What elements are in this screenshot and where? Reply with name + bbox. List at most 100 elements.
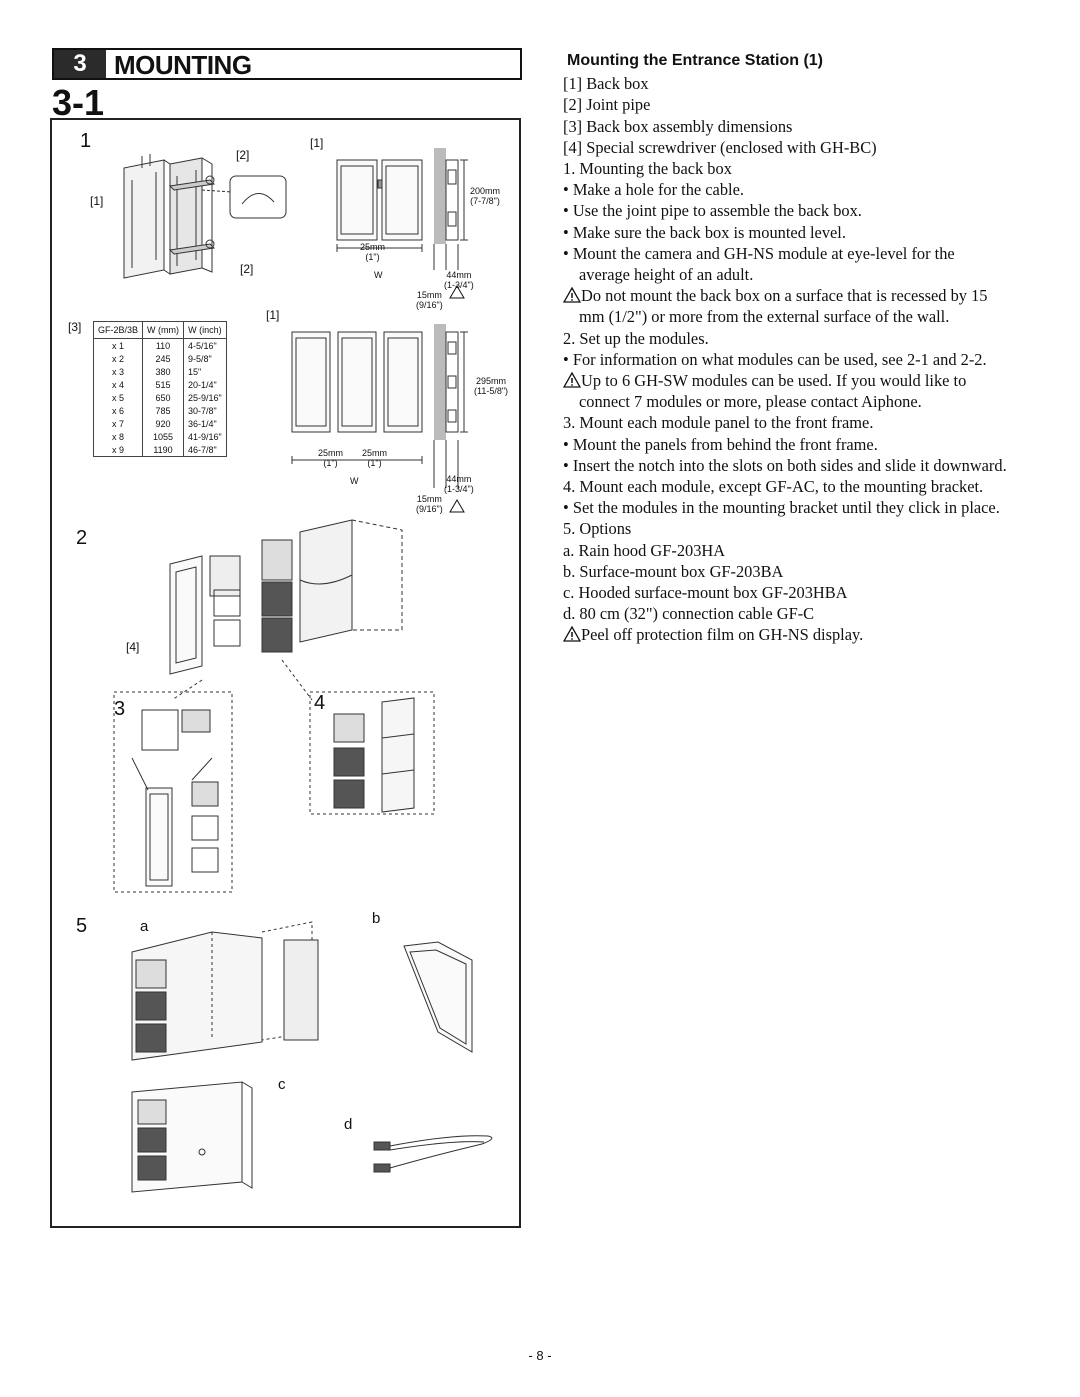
instruction-line: 3. Mount each module panel to the front …: [563, 412, 1043, 433]
table-cell: 110: [142, 338, 184, 352]
joint-pipe-label-2: [2]: [240, 262, 254, 276]
dim-44mm: 44mm(1-3/4"): [444, 270, 474, 290]
bracket-drawing: [333, 697, 415, 813]
table-cell: 245: [142, 352, 184, 365]
step-4-number: 4: [314, 692, 326, 714]
option-b-label: b: [372, 910, 381, 927]
dim-15mm-2: 15mm(9/16"): [416, 494, 443, 514]
instructions-list: [1] Back box[2] Joint pipe[3] Back box a…: [562, 73, 1043, 645]
instruction-text: Do not mount the back box on a surface t…: [581, 286, 988, 306]
option-a-label: a: [140, 918, 149, 935]
dim-295mm: 295mm(11-5/8"): [474, 376, 509, 396]
instruction-line: 4. Mount each module, except GF-AC, to t…: [563, 476, 1043, 497]
dim-25mm-b: 25mm(1"): [362, 448, 388, 468]
instruction-text: average height of an adult.: [579, 265, 754, 285]
instruction-text: Peel off protection film on GH-NS displa…: [581, 625, 864, 645]
dim-15mm: 15mm(9/16"): [416, 290, 443, 310]
instruction-line: b. Surface-mount box GF-203BA: [563, 561, 1043, 582]
table-cell: x 6: [92, 404, 144, 417]
table-cell: x 9: [92, 443, 144, 457]
assembly-table-label: [3]: [68, 320, 82, 334]
module-assembly-drawing: [169, 519, 403, 701]
instruction-text: [3] Back box assembly dimensions: [563, 116, 793, 136]
table-header: GF-2B/3B: [92, 321, 144, 339]
table-cell: 41-9/16": [183, 430, 227, 443]
instruction-text: Up to 6 GH-SW modules can be used. If yo…: [581, 371, 967, 391]
dim-200mm: 200mm(7-7/8"): [470, 186, 501, 206]
three-box-elevation: [291, 324, 468, 513]
instruction-line: • Mount the camera and GH-NS module at e…: [563, 243, 1043, 264]
table-cell: 1055: [142, 430, 184, 443]
table-cell: 1190: [142, 443, 184, 457]
instruction-text: [2] Joint pipe: [563, 95, 651, 115]
back-box-label-2: [1]: [310, 136, 324, 150]
warning-icon: [562, 371, 582, 388]
instruction-text: • Set the modules in the mounting bracke…: [563, 498, 1000, 518]
table-cell: 785: [142, 404, 184, 417]
instruction-text: 4. Mount each module, except GF-AC, to t…: [563, 477, 984, 497]
two-box-elevation: [336, 148, 468, 299]
instruction-line: • Make a hole for the cable.: [563, 179, 1043, 200]
instruction-text: • Mount the camera and GH-NS module at e…: [563, 243, 955, 263]
table-cell: 30-7/8": [183, 404, 227, 417]
page-number: - 8 -: [528, 1348, 552, 1363]
instruction-line: connect 7 modules or more, please contac…: [563, 391, 1043, 412]
chapter-title: MOUNTING: [114, 50, 252, 80]
table-cell: x 1: [92, 338, 144, 352]
instruction-line: average height of an adult.: [563, 264, 1043, 285]
table-cell: 920: [142, 417, 184, 430]
instruction-line: 2. Set up the modules.: [563, 328, 1043, 349]
instruction-text: • Insert the notch into the slots on bot…: [563, 455, 1007, 475]
table-cell: x 7: [92, 417, 144, 430]
chapter-number: 3: [54, 50, 106, 78]
instruction-text: [1] Back box: [563, 74, 649, 94]
table-cell: 515: [142, 378, 184, 391]
table-cell: 20-1/4": [183, 378, 227, 391]
step-2-number: 2: [76, 527, 88, 549]
back-box-label: [1]: [90, 194, 104, 208]
instruction-line: [3] Back box assembly dimensions: [563, 116, 1043, 137]
back-box-label-3: [1]: [266, 308, 280, 322]
instruction-line: 5. Options: [563, 518, 1043, 539]
warning-icon: [562, 626, 582, 643]
dim-w-2: W: [350, 476, 359, 486]
step-1-number: 1: [80, 130, 92, 152]
surface-box-drawing: [403, 941, 473, 1053]
section-number: 3-1: [52, 82, 105, 123]
instruction-line: [4] Special screwdriver (enclosed with G…: [563, 137, 1043, 158]
instruction-line: • Set the modules in the mounting bracke…: [563, 497, 1043, 518]
instruction-line: Peel off protection film on GH-NS displa…: [562, 624, 1043, 645]
table-cell: x 3: [92, 365, 144, 378]
table-cell: x 2: [92, 352, 144, 365]
table-header: W (mm): [142, 321, 184, 339]
mounting-illustrations: [113, 148, 493, 1193]
instruction-line: • Make sure the back box is mounted leve…: [563, 222, 1043, 243]
instruction-line: mm (1/2") or more from the external surf…: [563, 306, 1043, 327]
step-3-number: 3: [114, 698, 126, 720]
instruction-text: • Make sure the back box is mounted leve…: [563, 222, 846, 242]
back-box-drawing: [123, 154, 287, 279]
front-frame-drawing: [131, 709, 219, 887]
table-cell: 650: [142, 391, 184, 404]
table-cell: x 5: [92, 391, 144, 404]
table-cell: x 4: [92, 378, 144, 391]
table-cell: 46-7/8": [183, 443, 227, 457]
instructions-panel: Mounting the Entrance Station (1) [1] Ba…: [562, 50, 1043, 646]
step3-dashed-box: [113, 691, 233, 893]
dim-25mm: 25mm(1"): [360, 242, 386, 262]
instruction-text: c. Hooded surface-mount box GF-203HBA: [563, 583, 848, 603]
instructions-title: Mounting the Entrance Station (1): [567, 52, 823, 69]
instruction-text: a. Rain hood GF-203HA: [563, 540, 726, 560]
table-cell: 36-1/4": [183, 417, 227, 430]
instruction-line: d. 80 cm (32") connection cable GF-C: [563, 603, 1043, 624]
instruction-text: 5. Options: [563, 519, 632, 539]
instruction-text: • Use the joint pipe to assemble the bac…: [563, 201, 862, 221]
screwdriver-label: [4]: [126, 640, 140, 654]
instruction-line: • For information on what modules can be…: [563, 349, 1043, 370]
table-cell: x 8: [92, 430, 144, 443]
